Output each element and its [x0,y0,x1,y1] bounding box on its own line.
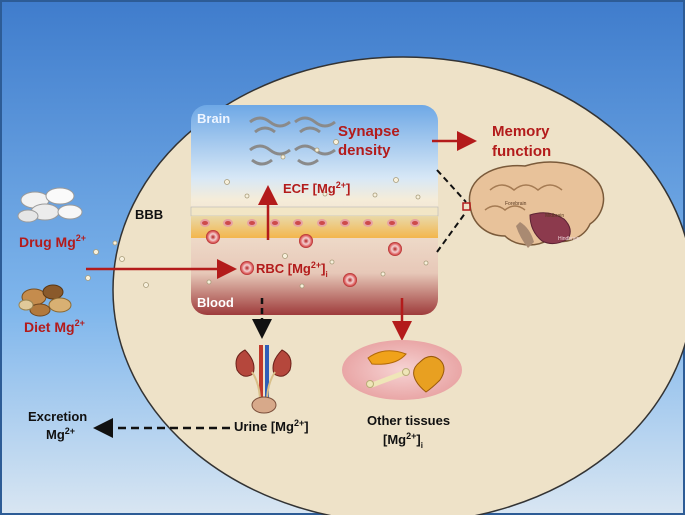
rbc-sub: i [326,270,328,279]
ecf-close: ] [346,181,350,196]
nuts-icon [18,284,72,317]
diet-sup: 2+ [75,318,85,328]
zoom-line-top [436,169,467,203]
other-mg: [Mg [383,432,406,447]
brain-hindbrain: Hindbrain [558,236,580,242]
mg-ions [85,139,429,289]
synapse-label: Synapse [338,123,400,140]
ecf-label: ECF [Mg [283,181,336,196]
memory-label: Memory [492,123,550,140]
brain-label: Brain [197,111,230,126]
bone-icon [366,368,410,388]
svg-text:Diet Mg2+: Diet Mg2+ [24,318,85,335]
urine-close: ] [304,419,308,434]
svg-text:Mg2+: Mg2+ [46,426,75,442]
other-sub: i [421,441,423,450]
excretion-label: Excretion [28,409,87,424]
urine-label: Urine [Mg [234,419,294,434]
rbc-label: RBC [Mg [256,261,311,276]
ecf-sup: 2+ [336,180,346,190]
muscle-icon [367,350,407,365]
bbb-label: BBB [135,207,163,222]
urine-sup: 2+ [294,418,304,428]
svg-text:Drug Mg2+: Drug Mg2+ [19,233,86,250]
svg-text:RBC [Mg2+]i: RBC [Mg2+]i [256,260,328,279]
svg-text:[Mg2+]i: [Mg2+]i [383,431,423,450]
diet-label: Diet Mg [24,319,75,335]
brain-forebrain: Forebrain [505,201,527,207]
bbb-membrane [190,206,439,238]
drug-sup: 2+ [76,233,86,243]
pill-icon [17,187,83,223]
other-sup: 2+ [406,431,416,441]
rbc-close: ] [321,261,325,276]
drug-label: Drug Mg [19,234,76,250]
heart-icon [413,356,445,393]
svg-text:Urine [Mg2+]: Urine [Mg2+] [234,418,309,434]
svg-text:ECF [Mg2+]: ECF [Mg2+] [283,180,350,196]
density-label: density [338,142,391,159]
brain-midbrain: Midbrain [545,213,564,219]
excretion-mg: Mg [46,427,65,442]
blood-label: Blood [197,295,234,310]
rbc-sup: 2+ [311,260,321,270]
brain-icon: Forebrain Midbrain Hindbrain [462,161,605,248]
other-close: ] [416,432,420,447]
zoom-line-bottom [436,211,467,253]
kidney-icon [235,345,292,414]
other-tissues-label: Other tissues [367,413,450,428]
excretion-sup: 2+ [65,426,75,436]
rbc-icon [206,230,402,287]
function-label: function [492,143,551,160]
